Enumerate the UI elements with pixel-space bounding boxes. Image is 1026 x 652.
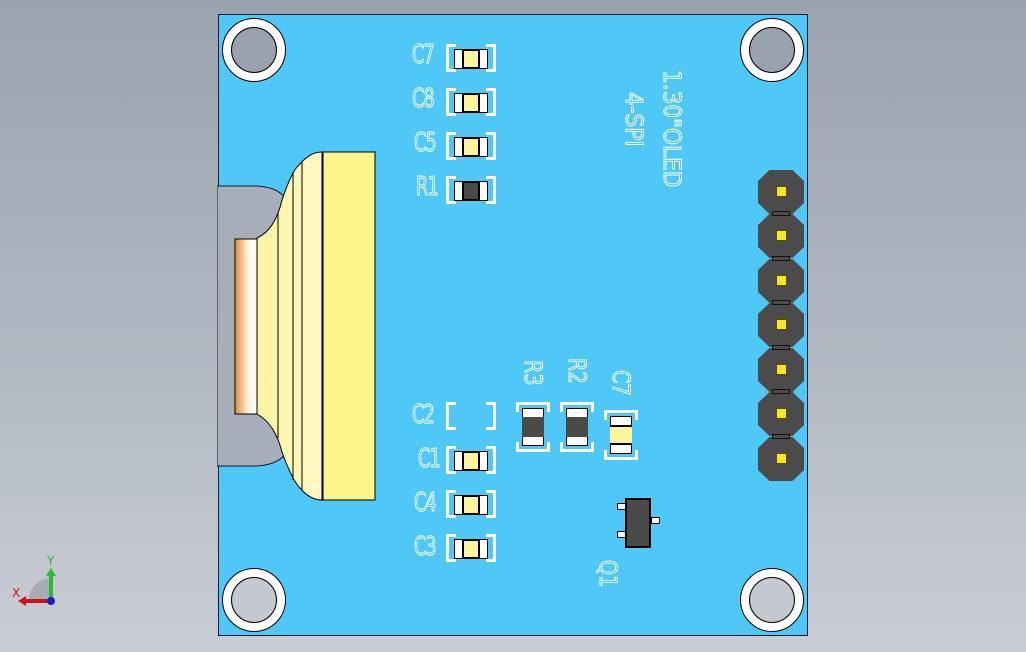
mounting-hole-bottom-right [740, 568, 804, 632]
silk-label-r1: R1 [416, 172, 439, 202]
silk-label-c5: C5 [414, 128, 437, 158]
header-pin-2[interactable] [758, 214, 804, 258]
mounting-hole-top-right [740, 18, 804, 82]
transistor-pin-3 [651, 517, 660, 524]
header-pin-5[interactable] [758, 348, 804, 392]
capacitor-c7-middle[interactable] [604, 410, 638, 460]
header-pin-3[interactable] [758, 259, 804, 303]
oled-flex-ribbon [234, 151, 376, 501]
capacitor-c8[interactable] [446, 88, 496, 118]
silk-label-c7-middle: C7 [607, 370, 636, 397]
axis-triad [18, 568, 56, 606]
silk-label-c1: C1 [418, 444, 441, 474]
capacitor-c4[interactable] [446, 490, 496, 520]
capacitor-c3[interactable] [446, 534, 496, 564]
resistor-r1[interactable] [446, 176, 496, 206]
resistor-r3[interactable] [516, 402, 550, 452]
silk-label-c2: C2 [412, 400, 435, 430]
board-title-size: 1.30"OLED [658, 70, 687, 188]
resistor-r2[interactable] [560, 402, 594, 452]
transistor-pin-1 [617, 503, 626, 510]
silk-label-c7: C7 [412, 40, 435, 70]
axis-y-label: Y [47, 554, 55, 568]
mounting-hole-top-left [222, 18, 286, 82]
silk-label-q1: Q1 [594, 560, 623, 588]
footprint-c2[interactable] [446, 402, 496, 432]
capacitor-c5[interactable] [446, 132, 496, 162]
silk-label-c8: C8 [412, 84, 435, 114]
silk-label-c3: C3 [414, 532, 437, 562]
header-pin-4[interactable] [758, 303, 804, 347]
transistor-pin-2 [617, 531, 626, 538]
silk-label-c4: C4 [414, 488, 437, 518]
capacitor-c7[interactable] [446, 44, 496, 74]
mounting-hole-bottom-left [222, 568, 286, 632]
axis-x-label: X [12, 586, 21, 600]
transistor-q1[interactable] [625, 498, 651, 548]
capacitor-c1[interactable] [446, 446, 496, 476]
header-pin-7[interactable] [758, 437, 804, 481]
silk-label-r3: R3 [519, 360, 548, 386]
silk-label-r2: R2 [563, 358, 592, 384]
header-pin-6[interactable] [758, 392, 804, 436]
board-title-interface: 4-SPI [620, 92, 649, 148]
header-pin-1[interactable] [758, 170, 804, 214]
